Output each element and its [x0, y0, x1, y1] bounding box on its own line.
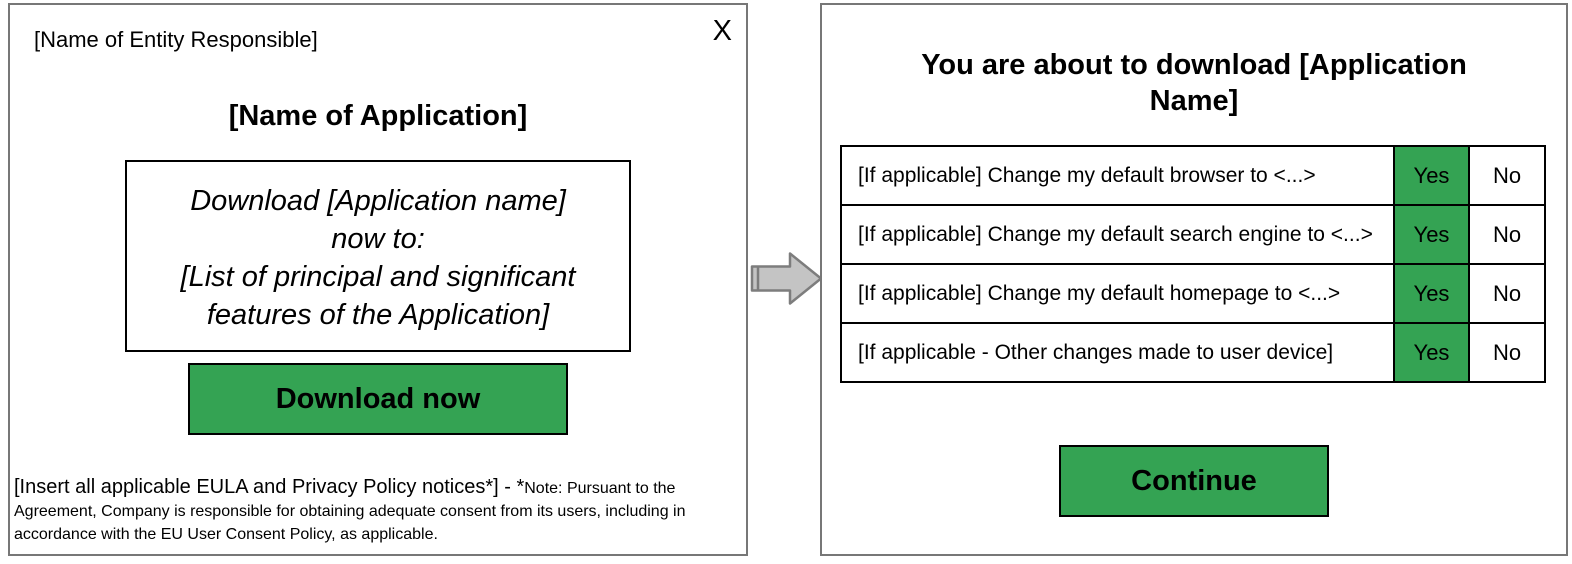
table-row: [If applicable] Change my default search…: [840, 204, 1546, 265]
features-line: now to:: [331, 223, 425, 255]
changes-table: [If applicable] Change my default browse…: [840, 145, 1546, 383]
change-description: [If applicable] Change my default homepa…: [840, 263, 1395, 324]
notice-small-text: Note: Pursuant to the Agreement, Company…: [14, 480, 686, 543]
flow-arrow-icon: [750, 252, 823, 305]
yes-option[interactable]: Yes: [1393, 145, 1470, 206]
yes-option[interactable]: Yes: [1393, 204, 1470, 265]
continue-button[interactable]: Continue: [1059, 445, 1329, 517]
no-option[interactable]: No: [1468, 145, 1546, 206]
table-row: [If applicable] Change my default browse…: [840, 145, 1546, 206]
yes-option[interactable]: Yes: [1393, 263, 1470, 324]
application-name-title: [Name of Application]: [228, 100, 528, 132]
close-icon[interactable]: X: [712, 15, 732, 47]
confirmation-title: You are about to download [Application N…: [921, 49, 1467, 117]
download-now-button[interactable]: Download now: [188, 363, 568, 435]
yes-option[interactable]: Yes: [1393, 322, 1470, 383]
no-option[interactable]: No: [1468, 204, 1546, 265]
features-line: features of the Application]: [206, 299, 550, 331]
confirmation-dialog: You are about to download [Application N…: [820, 3, 1568, 556]
no-option[interactable]: No: [1468, 322, 1546, 383]
eula-privacy-notice: [Insert all applicable EULA and Privacy …: [14, 476, 726, 546]
features-line: Download [Application name]: [190, 185, 566, 217]
no-option[interactable]: No: [1468, 263, 1546, 324]
download-dialog: [Name of Entity Responsible] X [Name of …: [8, 3, 748, 556]
change-description: [If applicable] Change my default browse…: [840, 145, 1395, 206]
table-row: [If applicable - Other changes made to u…: [840, 322, 1546, 383]
features-box: Download [Application name] now to: [Lis…: [125, 160, 631, 352]
change-description: [If applicable] Change my default search…: [840, 204, 1395, 265]
features-line: [List of principal and significant: [180, 261, 576, 293]
notice-large-text: [Insert all applicable EULA and Privacy …: [14, 476, 525, 498]
table-row: [If applicable] Change my default homepa…: [840, 263, 1546, 324]
change-description: [If applicable - Other changes made to u…: [840, 322, 1395, 383]
entity-name-label: [Name of Entity Responsible]: [34, 27, 318, 52]
